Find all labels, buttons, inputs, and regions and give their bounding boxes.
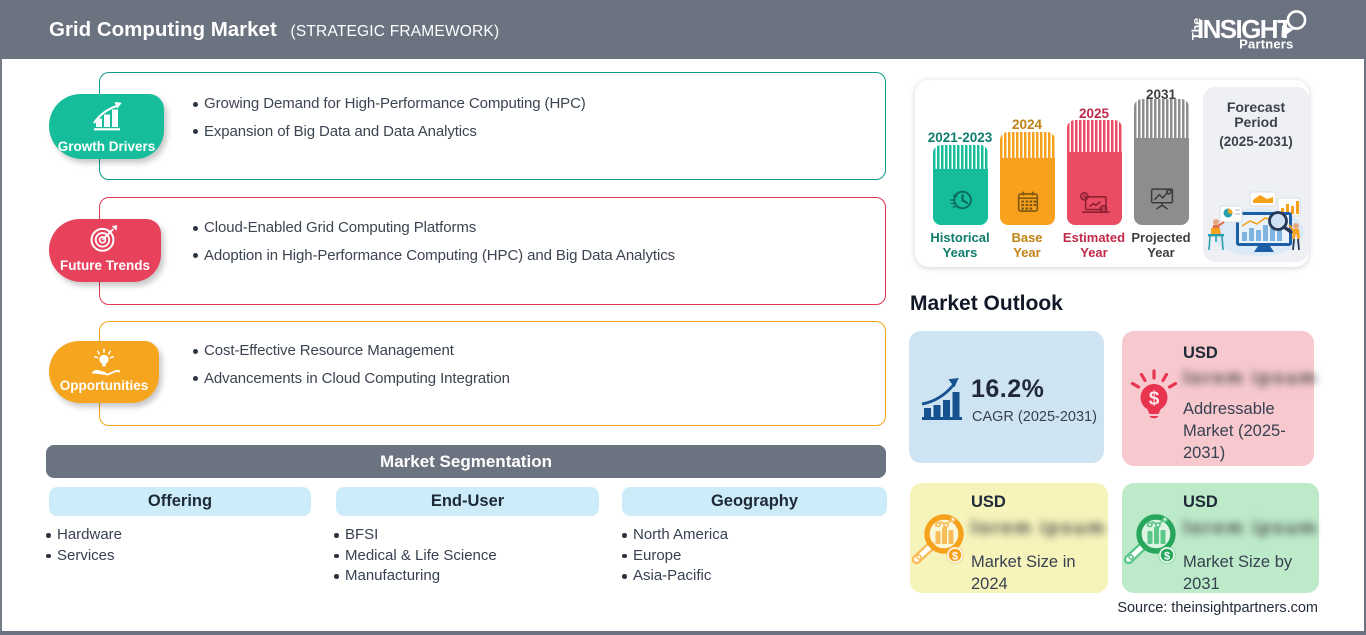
svg-text:The: The [1190, 18, 1204, 40]
svg-text:Partners: Partners [1239, 37, 1293, 52]
svg-text:$: $ [1149, 389, 1160, 410]
svg-text:$: $ [1101, 207, 1105, 213]
svg-text:INSIGHT: INSIGHT [1197, 14, 1293, 44]
svg-text:A: A [1082, 195, 1086, 201]
svg-text:$: $ [952, 551, 958, 563]
svg-text:$: $ [1164, 551, 1170, 563]
